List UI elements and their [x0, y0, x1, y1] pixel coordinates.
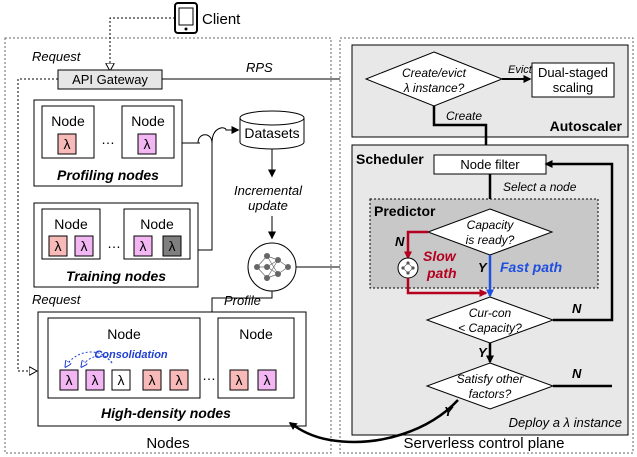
- lambda-label: λ: [149, 372, 156, 388]
- training-nodes-group: Node λ λ … Node λ λ Training nodes: [33, 202, 199, 288]
- slow-path-label-2: path: [426, 265, 457, 281]
- y-label-predictor: Y: [478, 260, 488, 275]
- scheduler-title: Scheduler: [356, 151, 424, 167]
- api-gateway-label: API Gateway: [72, 72, 148, 87]
- other-factors-decision: [425, 362, 555, 410]
- lambda-instance: [133, 235, 153, 257]
- lambda-label: λ: [144, 136, 151, 152]
- profiling-nodes-group: Node λ … Node λ Profiling nodes: [33, 99, 183, 187]
- consolidation-arrow-1: [82, 355, 113, 366]
- select-node-label: Select a node: [503, 180, 577, 194]
- lambda-instance-empty: [111, 369, 131, 391]
- create-arrow: [432, 106, 490, 154]
- profile-label: Profile: [224, 293, 261, 308]
- neural-network-icon: [247, 242, 297, 292]
- lambda-label: λ: [140, 238, 147, 254]
- lambda-label: λ: [176, 372, 183, 388]
- scaling-text-2: scaling: [553, 80, 593, 95]
- lambda-instance: [137, 133, 157, 155]
- rps-label: RPS: [246, 60, 273, 75]
- y-label-factors: Y: [444, 404, 454, 419]
- create-evict-text-1: Create/evict: [402, 66, 467, 80]
- lambda-label: λ: [92, 372, 99, 388]
- phone-icon: [174, 2, 198, 34]
- lambda-label: λ: [81, 238, 88, 254]
- slow-path-arrow-out: [406, 278, 488, 297]
- evict-label: Evict: [508, 64, 533, 76]
- lambda-instance: [229, 369, 249, 391]
- lambda-label: λ: [236, 372, 243, 388]
- deploy-label: Deploy a λ instance: [509, 415, 622, 430]
- training-node-1-label: Node: [54, 216, 88, 232]
- lambda-label: λ: [264, 372, 271, 388]
- datasets-cylinder: Datasets: [239, 110, 305, 150]
- create-evict-text-2: λ instance?: [403, 81, 465, 95]
- profiling-nodes-title: Profiling nodes: [57, 167, 159, 183]
- client-request-arrow: [110, 17, 175, 70]
- lambda-instance: [169, 369, 189, 391]
- high-density-nodes-title: High-density nodes: [101, 405, 231, 421]
- lambda-instance-gray: [162, 235, 182, 257]
- client-group: Client: [174, 2, 241, 34]
- node-filter-label: Node filter: [460, 157, 520, 172]
- lambda-label: λ: [169, 238, 176, 254]
- profile-line: [211, 291, 273, 312]
- datasets-label: Datasets: [244, 125, 299, 141]
- dual-staged-scaling: [531, 62, 615, 98]
- ellipsis: …: [101, 131, 115, 147]
- lambda-instance: [85, 369, 105, 391]
- curcon-no-arrow: [544, 160, 614, 322]
- client-label: Client: [202, 11, 241, 28]
- curcon-text-2: < Capacity?: [458, 321, 522, 335]
- high-density-nodes-group: Node Consolidation λ λ λ λ λ … Node λ λ …: [37, 311, 307, 427]
- nodes-caption: Nodes: [146, 435, 189, 452]
- scaling-text-1: Dual-staged: [538, 65, 608, 80]
- lambda-instance: [48, 235, 68, 257]
- training-nodes-title: Training nodes: [66, 268, 166, 284]
- lambda-label: λ: [66, 372, 73, 388]
- factors-text-2: factors?: [469, 387, 512, 401]
- hd-node-2-label: Node: [239, 326, 273, 342]
- consolidation-label: Consolidation: [94, 349, 168, 361]
- curcon-text-1: Cur-con: [469, 306, 512, 320]
- gateway-request-arrow: [17, 78, 58, 371]
- capacity-text-1: Capacity: [467, 218, 515, 232]
- autoscaler-title: Autoscaler: [550, 118, 623, 134]
- n-label-factors: N: [572, 366, 582, 381]
- slow-path-arrow-in: [404, 230, 428, 260]
- lambda-instance: [257, 369, 277, 391]
- lambda-label: λ: [118, 372, 125, 388]
- hd-node-1-label: Node: [107, 326, 141, 342]
- n-label-predictor: N: [395, 234, 405, 249]
- training-node-2-label: Node: [140, 216, 174, 232]
- predictor-model-icon: [397, 257, 419, 279]
- control-plane-caption: Serverless control plane: [404, 435, 565, 452]
- request-label-side: Request: [32, 292, 82, 307]
- predictor-title: Predictor: [374, 203, 436, 219]
- update-label: update: [248, 198, 288, 213]
- profiling-node-2-label: Node: [131, 113, 165, 129]
- n-label-curcon: N: [572, 301, 582, 316]
- lambda-instance: [57, 133, 77, 155]
- capacity-text-2: is ready?: [466, 233, 515, 247]
- lambda-label: λ: [64, 136, 71, 152]
- create-label: Create: [446, 109, 482, 123]
- fast-path-label: Fast path: [500, 259, 562, 275]
- factors-text-1: Satisfy other: [457, 372, 525, 386]
- request-label-top: Request: [32, 49, 82, 64]
- lambda-instance: [74, 235, 94, 257]
- y-label-curcon: Y: [478, 345, 488, 360]
- to-datasets-arrow: [211, 126, 240, 144]
- consolidation-arrow-2: [66, 351, 113, 366]
- slow-path-label-1: Slow: [423, 248, 457, 264]
- incremental-label: Incremental: [234, 183, 303, 198]
- lambda-instance: [142, 369, 162, 391]
- ellipsis: …: [202, 367, 216, 383]
- lambda-instance: [59, 369, 79, 391]
- lambda-label: λ: [55, 238, 62, 254]
- ellipsis: …: [107, 235, 121, 251]
- deploy-arrow: [288, 399, 459, 444]
- profiling-node-1-label: Node: [51, 113, 85, 129]
